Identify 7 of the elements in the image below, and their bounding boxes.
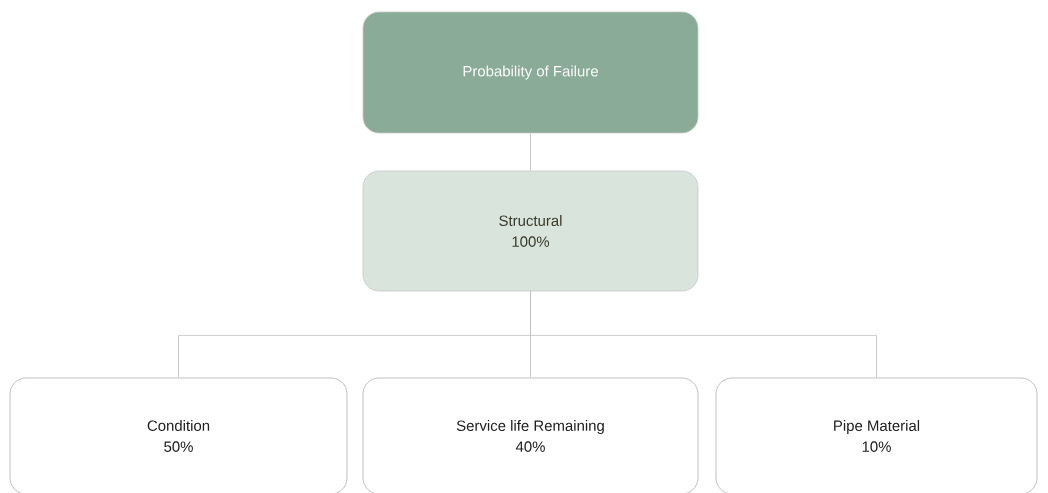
process-box: Structural 100%: [362, 170, 699, 292]
process-box: Pipe Material 10%: [715, 377, 1038, 493]
process-box: Probability of Failure: [362, 11, 699, 134]
process-box: Service life Remaining 40%: [362, 377, 699, 493]
connector-line: [530, 133, 531, 171]
process-box: Condition 50%: [9, 377, 348, 493]
connector-line: [530, 291, 877, 378]
